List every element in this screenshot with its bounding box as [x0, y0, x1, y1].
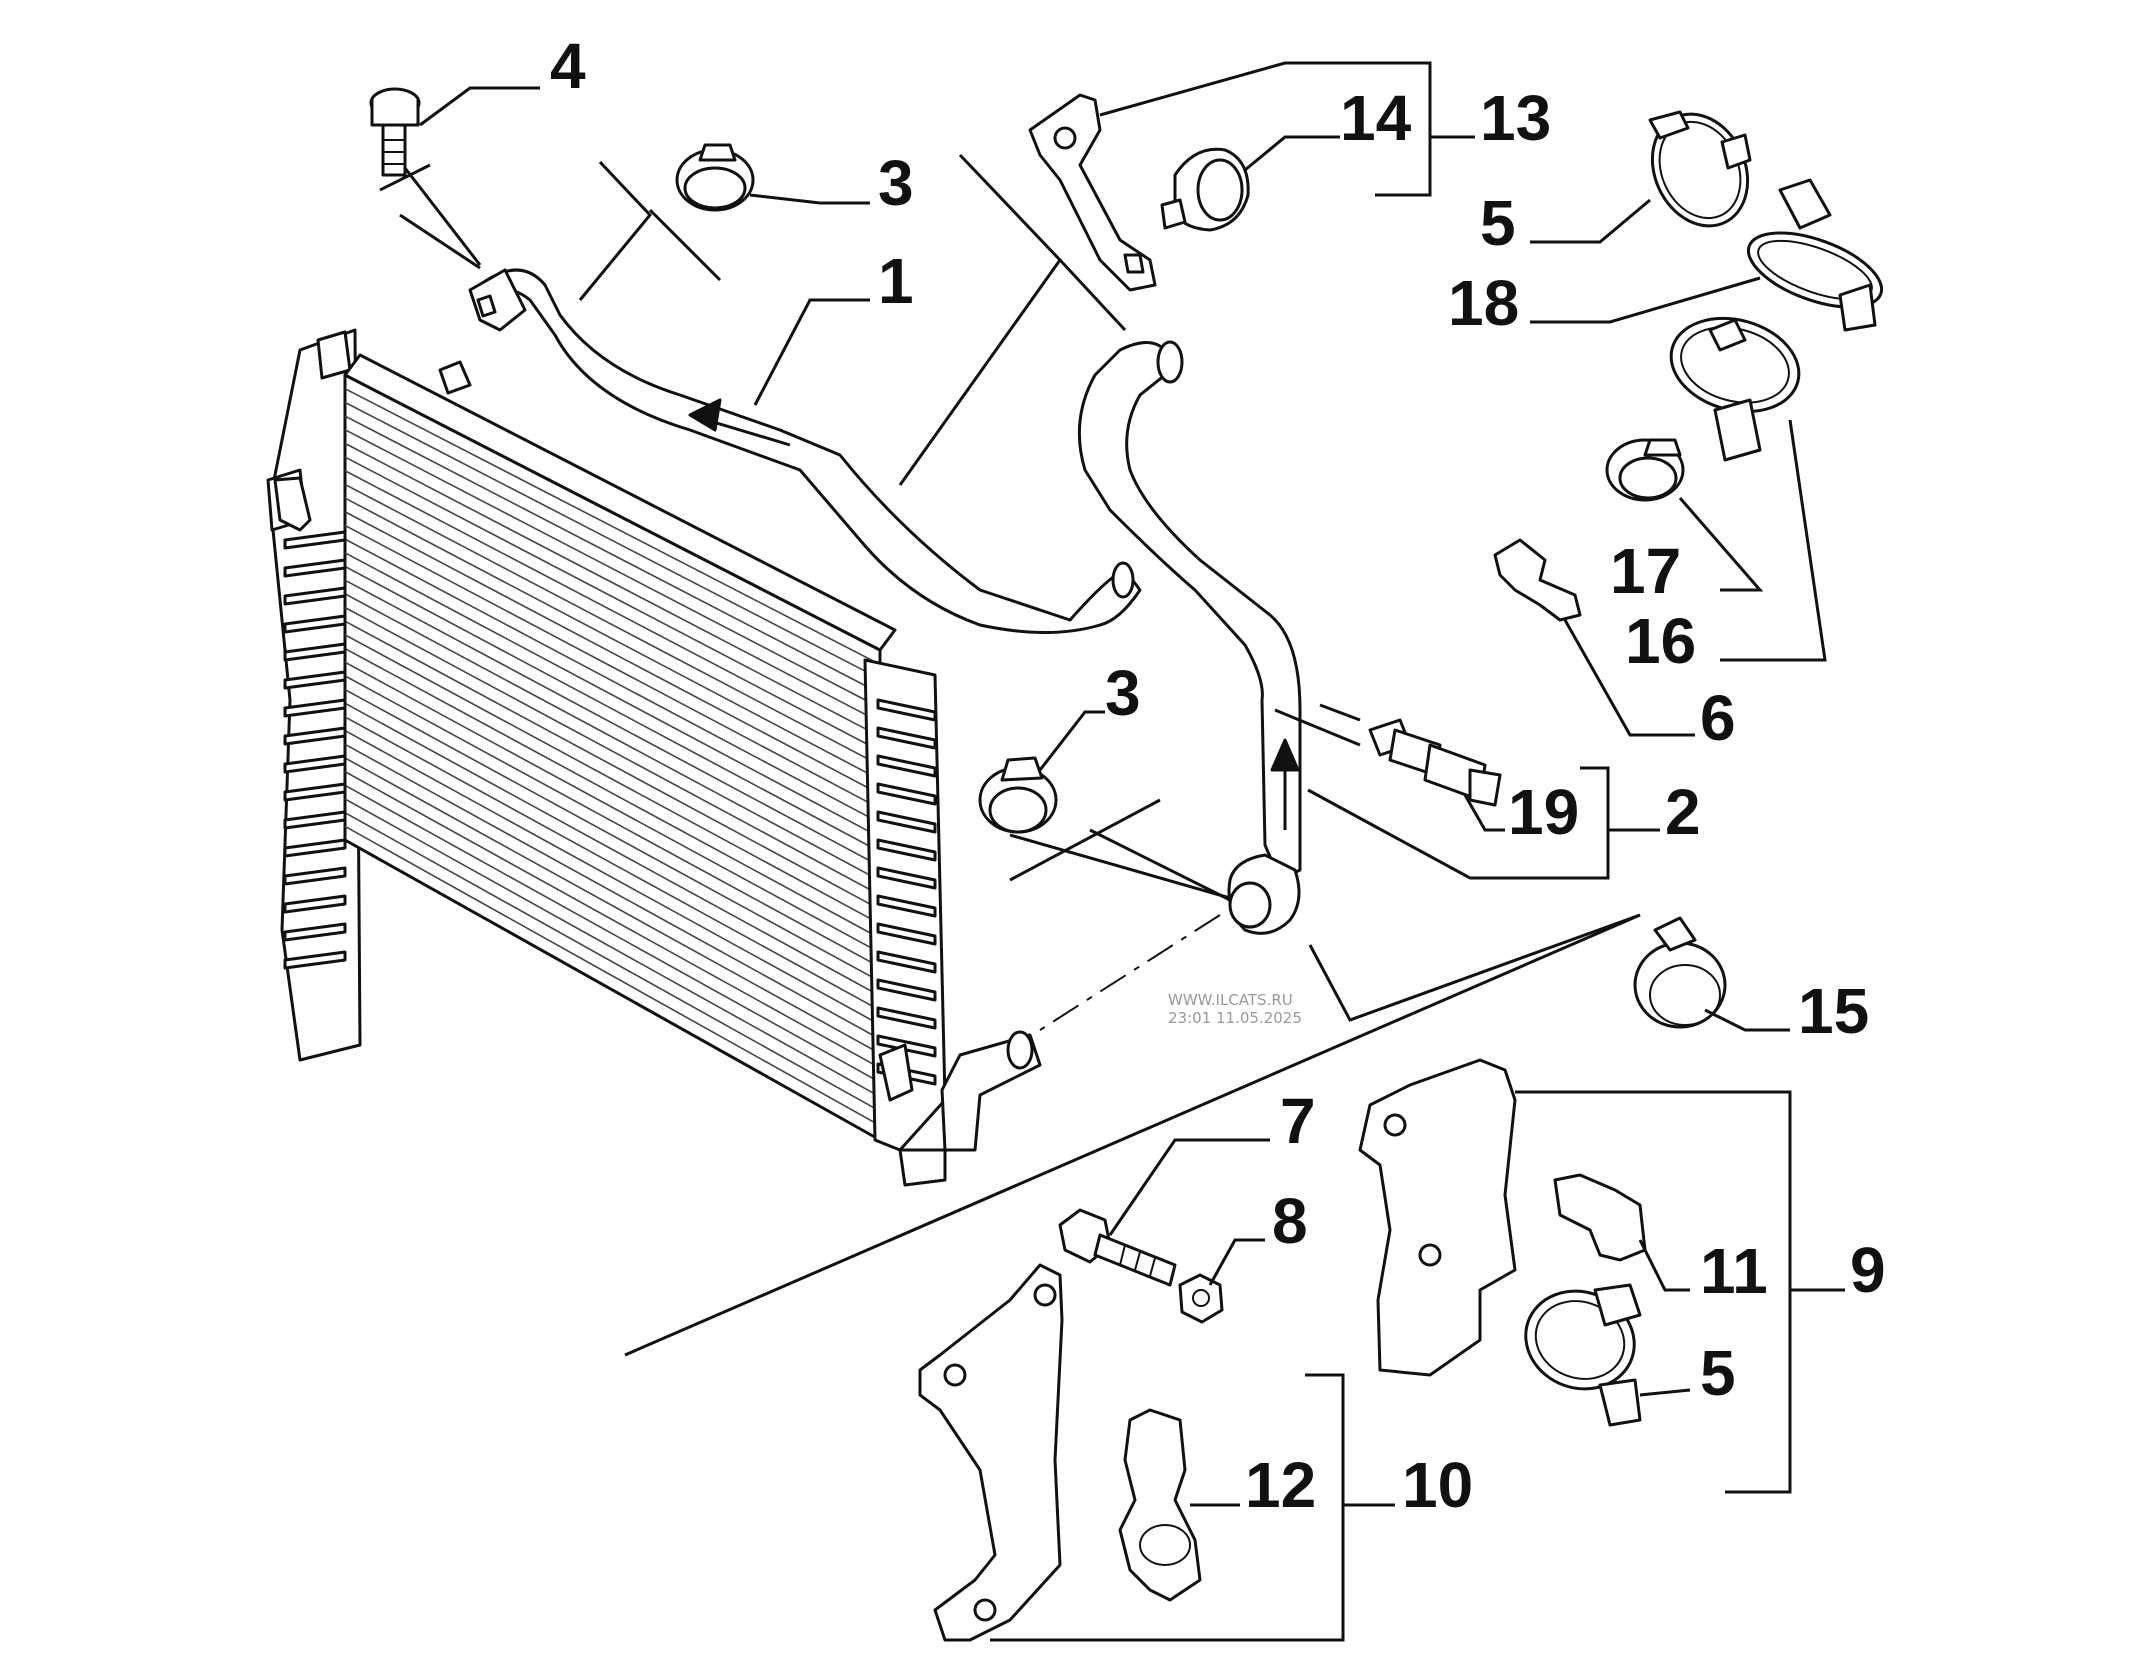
- clamp-part-5-lower: [1524, 1283, 1642, 1427]
- callout-2: 2: [1665, 776, 1701, 848]
- callout-labels: 1 2 3 3 4 5 5 6 7 8 9 10 11 12 13 14 15 …: [550, 30, 1886, 1521]
- lower-hose: [1077, 340, 1302, 935]
- bracket-part-10: [918, 1263, 1064, 1642]
- bracket-part-13: [1028, 93, 1157, 292]
- watermark-site: WWW.ILCATS.RU: [1168, 991, 1293, 1009]
- radiator: [266, 328, 1042, 1187]
- callout-5-lower: 5: [1700, 1337, 1736, 1409]
- callout-17: 17: [1610, 535, 1681, 607]
- callout-10: 10: [1402, 1449, 1473, 1521]
- callout-16: 16: [1625, 605, 1696, 677]
- clip-part-11: [1553, 1173, 1647, 1262]
- hose-clamp-part-17: [1605, 438, 1685, 502]
- callout-3-top: 3: [878, 147, 914, 219]
- clamp-part-18: [1746, 178, 1884, 332]
- callout-12: 12: [1245, 1449, 1316, 1521]
- clip-part-12: [1118, 1408, 1202, 1602]
- watermark-stamp: 23:01 11.05.2025: [1168, 1009, 1302, 1027]
- callout-3-lower: 3: [1105, 657, 1141, 729]
- hose-clamp-part-3-lower: [978, 756, 1058, 834]
- sensor-part-19: [1368, 718, 1502, 807]
- clamp-part-15: [1633, 916, 1727, 1029]
- callout-9: 9: [1850, 1234, 1886, 1306]
- hose-clamp-part-14: [1160, 147, 1250, 232]
- watermark: WWW.ILCATS.RU 23:01 11.05.2025: [1168, 991, 1302, 1027]
- callout-5-top: 5: [1480, 187, 1516, 259]
- callout-11: 11: [1700, 1235, 1768, 1307]
- callout-7: 7: [1280, 1085, 1316, 1157]
- bolt-part-7: [1058, 1208, 1177, 1287]
- clip-part-6: [1493, 538, 1582, 622]
- nut-part-8: [1178, 1273, 1224, 1324]
- upper-hose: [468, 268, 1142, 634]
- clamp-part-5-top: [1648, 110, 1752, 228]
- bracket-part-9: [1358, 1058, 1517, 1377]
- callout-14: 14: [1340, 82, 1412, 154]
- callout-8: 8: [1272, 1185, 1308, 1257]
- callout-6: 6: [1700, 682, 1736, 754]
- leader-lines: [379, 61, 1845, 1642]
- callout-15: 15: [1798, 975, 1869, 1047]
- callout-19: 19: [1508, 776, 1579, 848]
- hose-clamp-part-3-top: [675, 143, 755, 212]
- callout-1: 1: [878, 245, 914, 317]
- bolt-part-4: [369, 87, 421, 177]
- callout-13: 13: [1480, 82, 1551, 154]
- callout-4: 4: [550, 30, 586, 102]
- clamp-part-16: [1669, 316, 1801, 462]
- callout-18: 18: [1448, 267, 1519, 339]
